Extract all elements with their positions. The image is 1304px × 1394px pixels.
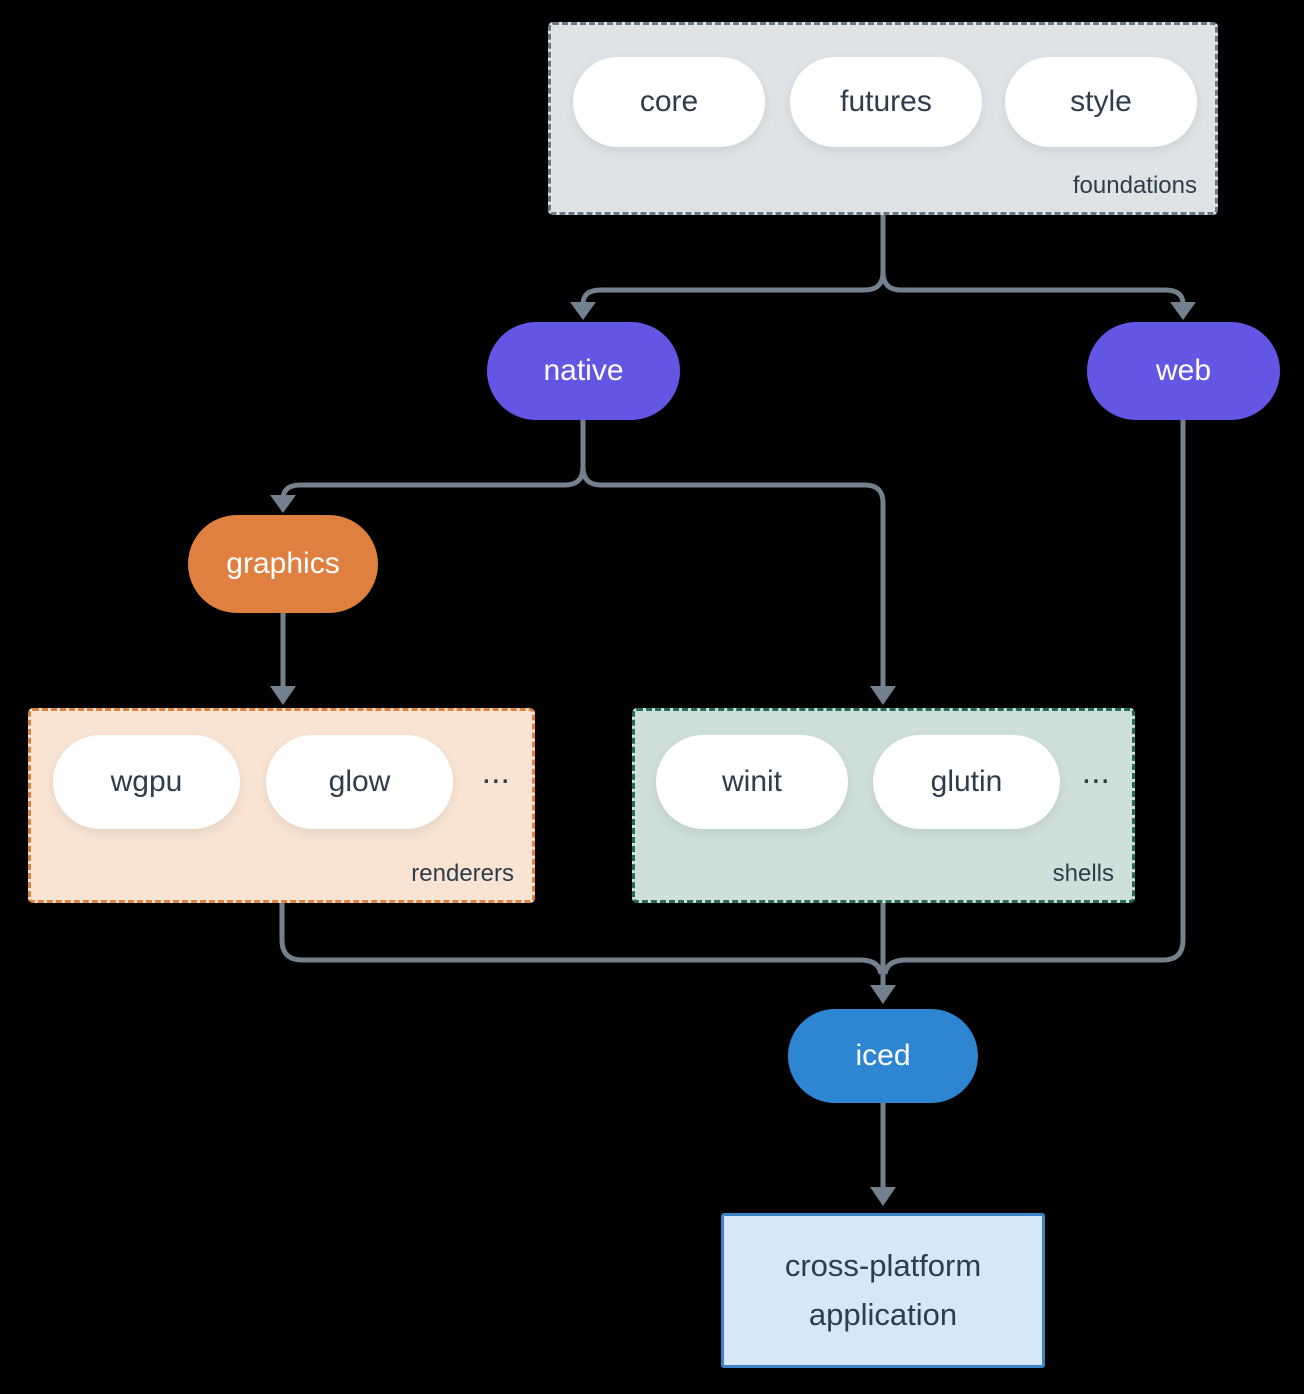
arrowhead-web <box>1170 302 1196 320</box>
node-graphics: graphics <box>188 515 378 613</box>
renderers-label: renderers <box>411 860 514 887</box>
app-box: cross-platform application <box>721 1213 1045 1368</box>
edge-renderers-iced <box>279 901 884 975</box>
shells-group-box: winit glutin ... shells <box>632 708 1135 903</box>
node-style: style <box>1005 57 1197 147</box>
foundations-group-box: core futures style foundations <box>548 22 1218 215</box>
arrowhead-renderers <box>270 686 296 705</box>
node-glow: glow <box>266 735 453 829</box>
arrowhead-native <box>570 302 596 320</box>
node-wgpu: wgpu <box>53 735 240 829</box>
arrowhead-graphics <box>270 495 296 513</box>
node-core: core <box>573 57 765 147</box>
node-web: web <box>1087 322 1280 420</box>
app-label: cross-platform application <box>784 1248 982 1332</box>
edge-foundations-native <box>580 215 886 305</box>
shells-label: shells <box>1052 860 1114 887</box>
edge-native-shells <box>580 418 886 688</box>
edge-native-graphics <box>280 418 586 500</box>
foundations-label: foundations <box>1072 172 1197 199</box>
node-iced: iced <box>788 1009 978 1103</box>
node-native: native <box>487 322 680 420</box>
edge-foundations-web <box>880 215 1186 305</box>
arrowhead-iced <box>870 985 896 1004</box>
renderers-ellipsis: ... <box>481 753 510 791</box>
shells-ellipsis: ... <box>1081 753 1110 791</box>
arrowhead-shells <box>870 686 896 705</box>
node-futures: futures <box>790 57 982 147</box>
node-glutin: glutin <box>873 735 1060 829</box>
arrowhead-app <box>870 1187 896 1206</box>
edge-web-iced <box>882 418 1186 975</box>
node-winit: winit <box>656 735 848 829</box>
renderers-group-box: wgpu glow ... renderers <box>28 708 535 903</box>
